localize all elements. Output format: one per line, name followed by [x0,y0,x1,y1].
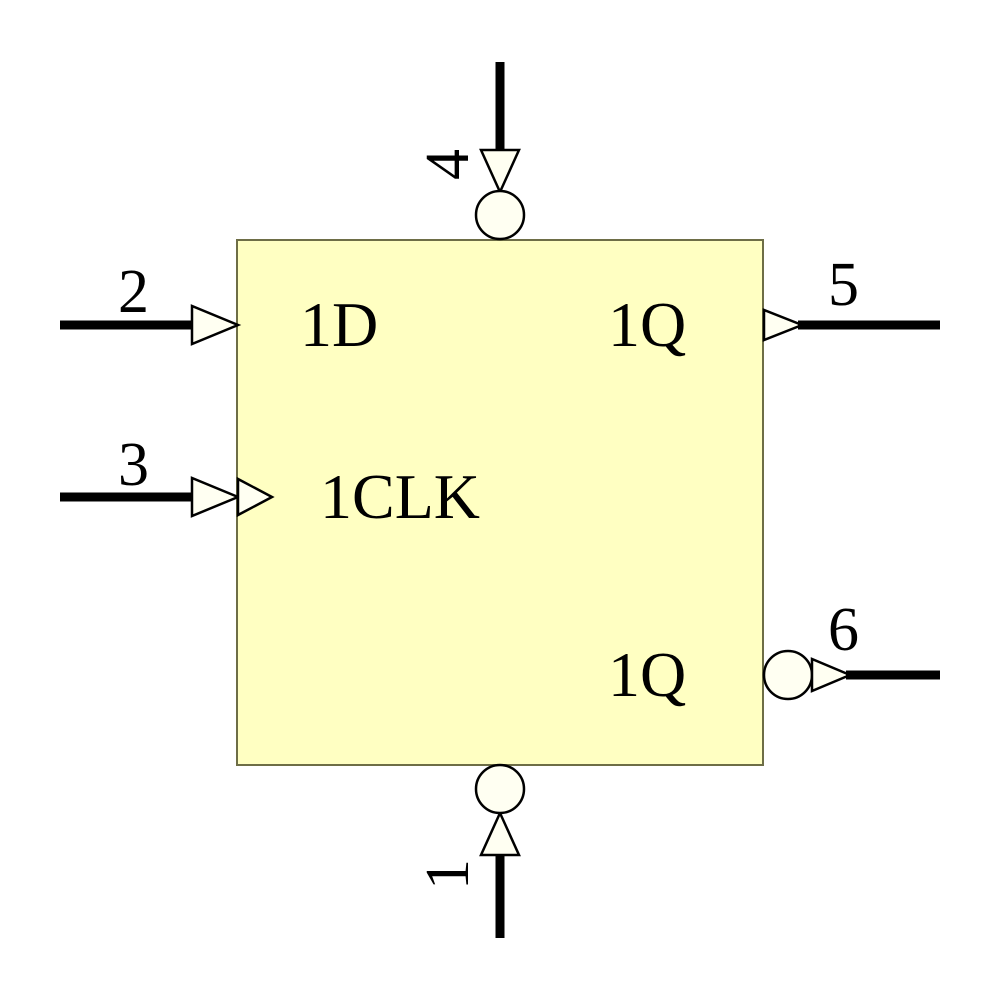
pin-1-number: 1 [414,859,482,890]
label-1q: 1Q [608,289,686,360]
pin-2-arrow-icon [190,304,242,346]
label-1d: 1D [300,289,378,360]
component-body [236,239,764,766]
pin-3-arrow-icon [190,476,242,518]
pin-4-arrow-icon [479,148,521,196]
pin-1-inversion-bubble-icon [474,763,526,815]
label-1clk: 1CLK [320,461,480,532]
pin-5-number: 5 [828,251,859,319]
pin-6-inversion-bubble-icon [762,649,814,701]
pin-4-inversion-bubble-icon [474,189,526,241]
pin-5-arrow-icon [762,308,806,342]
pin-6-number: 6 [828,596,859,664]
pin-3-number: 3 [118,431,149,499]
pin-6-arrow-icon [810,657,854,693]
pin-4-number: 4 [414,149,482,180]
pin-3-clock-wedge-icon [236,476,275,518]
pin-1-arrow-icon [479,809,521,857]
label-1q-inverted: 1Q [608,639,686,710]
pin-2-number: 2 [118,258,149,326]
